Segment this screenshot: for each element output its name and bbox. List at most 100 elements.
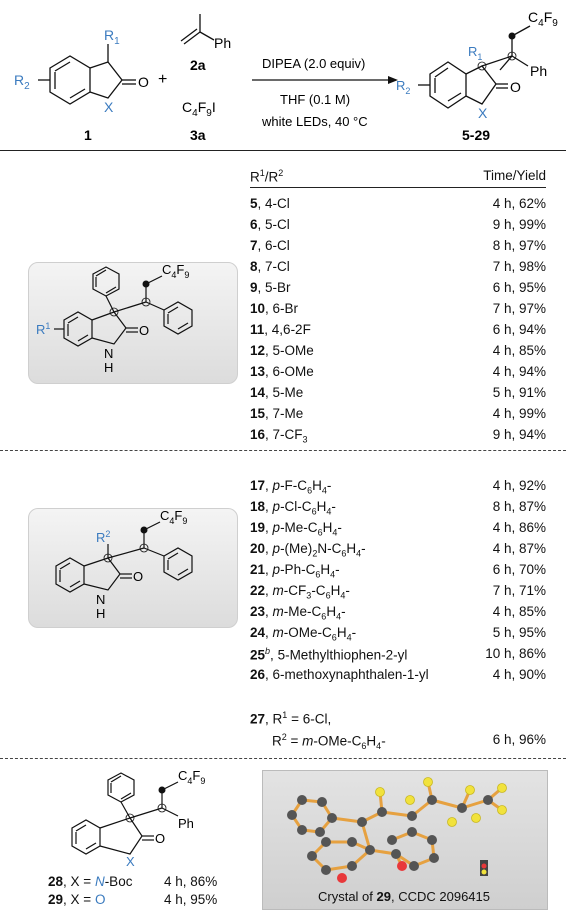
reagent-c4f9i: C4F9I xyxy=(182,99,216,119)
entry-label: 19, p-Me-C6H4- xyxy=(250,520,342,538)
entry-28: 28, X = N-Boc xyxy=(48,874,133,889)
reactant-1-r1: R1 xyxy=(104,27,120,47)
entry-result: 4 h, 92% xyxy=(492,478,546,493)
table-row: 15, 7-Me 4 h, 99% xyxy=(250,406,546,427)
table-row: 24, m-OMe-C6H4- 5 h, 95% xyxy=(250,625,546,646)
table-row: 17, p-F-C6H4- 4 h, 92% xyxy=(250,478,546,499)
table-row: 19, p-Me-C6H4- 4 h, 86% xyxy=(250,520,546,541)
table-row: 8, 7-Cl 7 h, 98% xyxy=(250,259,546,280)
table-row: 5, 4-Cl 4 h, 62% xyxy=(250,196,546,217)
table-row: 6, 5-Cl 9 h, 99% xyxy=(250,217,546,238)
condition-2: THF (0.1 M) xyxy=(280,92,350,107)
entry-result: 7 h, 71% xyxy=(492,583,546,598)
svg-text:C4F9: C4F9 xyxy=(162,262,189,280)
entry-label: 23, m-Me-C6H4- xyxy=(250,604,346,622)
entry-label: 25b, 5-Methylthiophen-2-yl xyxy=(250,646,408,663)
crystal-structure xyxy=(287,777,507,883)
entry-result: 6 h, 94% xyxy=(492,322,546,337)
product-stereocenter-2 xyxy=(507,51,517,61)
svg-text:R1: R1 xyxy=(36,321,50,337)
row-27-line1: 27, R1 = 6-Cl, xyxy=(250,710,332,727)
svg-text:H: H xyxy=(104,360,113,375)
header-r1-r2: R1/R2 xyxy=(250,168,284,185)
entry-result: 4 h, 94% xyxy=(492,364,546,379)
svg-text:X: X xyxy=(126,854,135,869)
product-c4f9: C4F9 xyxy=(528,9,558,29)
product-ph: Ph xyxy=(530,63,547,79)
reactant-1-label: 1 xyxy=(84,127,92,143)
svg-text:O: O xyxy=(133,569,143,584)
entry-label: 21, p-Ph-C6H4- xyxy=(250,562,340,580)
entry-result: 7 h, 98% xyxy=(492,259,546,274)
entry-result: 4 h, 90% xyxy=(492,667,546,682)
table-row: 13, 6-OMe 4 h, 94% xyxy=(250,364,546,385)
svg-text:N: N xyxy=(104,346,113,361)
entry-label: 16, 7-CF3 xyxy=(250,427,308,445)
svg-text:H: H xyxy=(96,606,105,621)
reactant-1 xyxy=(38,44,136,105)
entry-label: 18, p-Cl-C6H4- xyxy=(250,499,336,517)
table-row: 7, 6-Cl 8 h, 97% xyxy=(250,238,546,259)
table-row: 20, p-(Me)2N-C6H4- 4 h, 87% xyxy=(250,541,546,562)
table-row: 21, p-Ph-C6H4- 6 h, 70% xyxy=(250,562,546,583)
entry-result: 8 h, 97% xyxy=(492,238,546,253)
section-divider-2 xyxy=(0,758,566,759)
structure-box-2 xyxy=(28,508,238,628)
entry-result: 9 h, 94% xyxy=(492,427,546,442)
table-row: 14, 5-Me 5 h, 91% xyxy=(250,385,546,406)
product-x: X xyxy=(478,105,488,121)
svg-text:O: O xyxy=(139,323,149,338)
entry-result: 10 h, 86% xyxy=(485,646,546,661)
table-row: 22, m-CF3-C6H4- 7 h, 71% xyxy=(250,583,546,604)
entry-label: 17, p-F-C6H4- xyxy=(250,478,332,496)
condition-3: white LEDs, 40 °C xyxy=(261,114,368,129)
entry-28-result: 4 h, 86% xyxy=(164,874,218,889)
entry-result: 6 h, 70% xyxy=(492,562,546,577)
entry-result: 4 h, 62% xyxy=(492,196,546,211)
entry-label: 6, 5-Cl xyxy=(250,217,290,232)
structure-1: C4F9 R1 O N H xyxy=(36,262,193,375)
reactant-1-r2: R2 xyxy=(14,72,30,92)
entry-label: 22, m-CF3-C6H4- xyxy=(250,583,350,601)
plus-sign: + xyxy=(158,71,167,88)
crystal-caption: Crystal of 29, CCDC 2096415 xyxy=(318,889,490,904)
entry-result: 5 h, 95% xyxy=(492,625,546,640)
scheme-divider xyxy=(0,150,566,151)
table-row: 25b, 5-Methylthiophen-2-yl 10 h, 86% xyxy=(250,646,546,667)
product-radical-dot xyxy=(508,32,516,40)
header-time-yield: Time/Yield xyxy=(483,168,546,183)
entry-label: 14, 5-Me xyxy=(250,385,304,400)
entry-result: 9 h, 99% xyxy=(492,217,546,232)
row-27-line2: R2 = m-OMe-C6H4- 6 h, 96% xyxy=(272,732,546,752)
svg-text:R2: R2 xyxy=(96,529,110,545)
alkene-ph: Ph xyxy=(214,35,231,51)
product-r2: R2 xyxy=(396,78,410,96)
entry-result: 7 h, 97% xyxy=(492,301,546,316)
arrow-head xyxy=(388,76,398,84)
entry-label: 8, 7-Cl xyxy=(250,259,290,274)
product-label: 5-29 xyxy=(462,127,490,143)
entry-29: 29, X = O xyxy=(48,892,106,907)
entry-label: 13, 6-OMe xyxy=(250,364,314,379)
entry-result: 6 h, 95% xyxy=(492,280,546,295)
svg-text:C4F9: C4F9 xyxy=(160,508,187,526)
product-structure xyxy=(418,25,531,109)
entry-result: 4 h, 87% xyxy=(492,541,546,556)
alkene-label: 2a xyxy=(190,57,206,73)
entry-result: 5 h, 91% xyxy=(492,385,546,400)
entry-label: 11, 4,6-2F xyxy=(250,322,311,337)
entry-label: 10, 6-Br xyxy=(250,301,299,316)
section-divider-1 xyxy=(0,450,566,451)
entry-label: 20, p-(Me)2N-C6H4- xyxy=(250,541,366,559)
entry-result: 4 h, 86% xyxy=(492,520,546,535)
entry-label: 7, 6-Cl xyxy=(250,238,290,253)
entry-label: 15, 7-Me xyxy=(250,406,304,421)
structure-box-1 xyxy=(28,262,238,384)
entry-label: 12, 5-OMe xyxy=(250,343,314,358)
entry-label: 24, m-OMe-C6H4- xyxy=(250,625,357,643)
entry-result: 4 h, 85% xyxy=(492,604,546,619)
entry-result: 4 h, 99% xyxy=(492,406,546,421)
entry-label: 5, 4-Cl xyxy=(250,196,290,211)
